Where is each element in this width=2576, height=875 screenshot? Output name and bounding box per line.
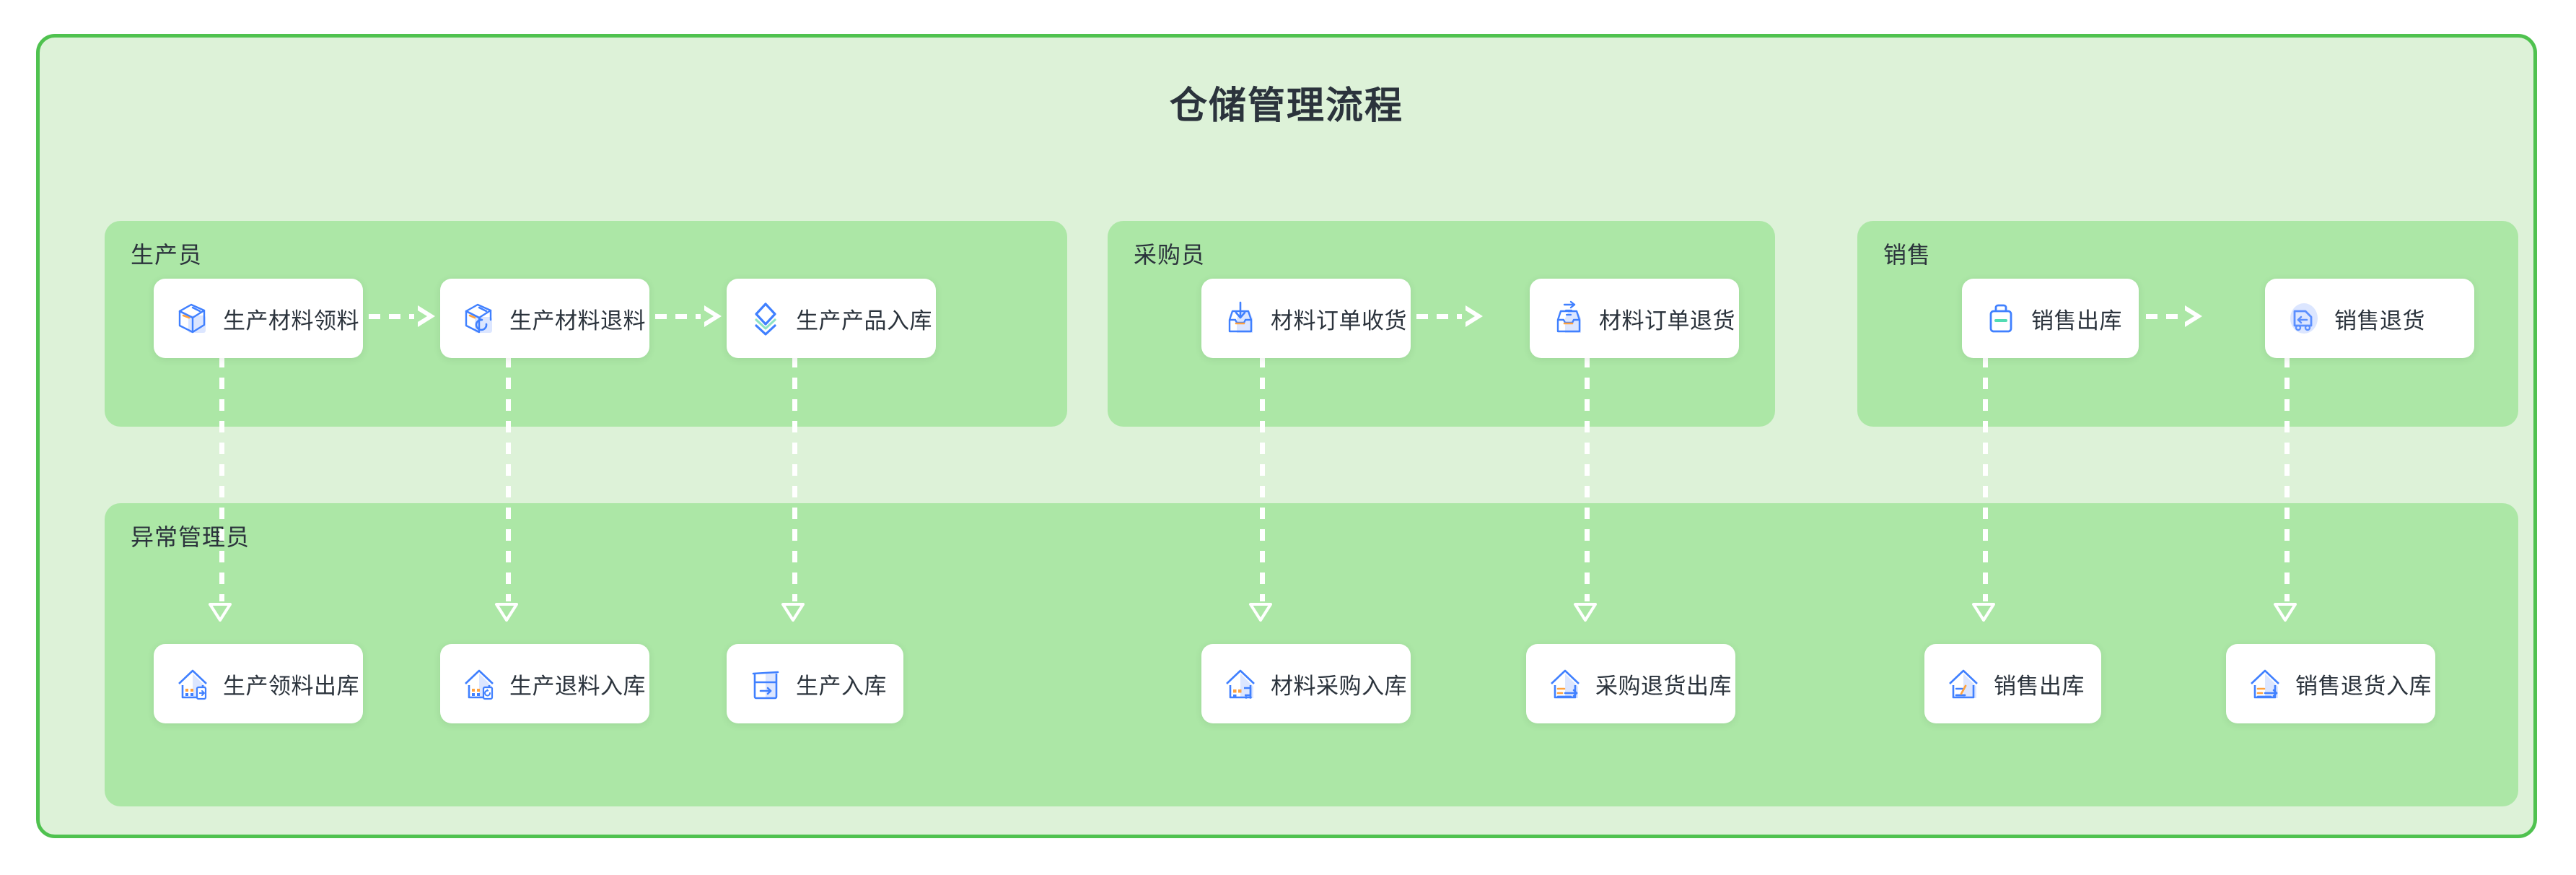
node-production-pick-out[interactable]: 生产领料出库: [154, 644, 363, 723]
connector-purchase-1-to-2: [1416, 305, 1483, 327]
box-outline-icon: [172, 298, 213, 339]
lane-production: 生产员 生产材料领料: [105, 221, 1067, 427]
connector-dash: [655, 313, 703, 319]
node-material-order-receive[interactable]: 材料订单收货: [1201, 279, 1411, 358]
arrow-head-icon: [1462, 305, 1483, 327]
warehouse-arrow-out-icon: [1545, 663, 1585, 704]
warehouse-arrow-in-icon: [2245, 663, 2285, 704]
lane-title-exception: 异常管理员: [131, 524, 250, 550]
connector-prod-2-to-3: [655, 305, 722, 327]
vconnector-7: [2284, 356, 2290, 601]
connector-dash: [2146, 313, 2183, 319]
vconnector-4: [1260, 356, 1265, 601]
node-label: 销售出库: [1994, 673, 2085, 699]
node-purchase-return-out[interactable]: 采购退货出库: [1526, 644, 1735, 723]
node-material-order-return[interactable]: 材料订单退货: [1530, 279, 1739, 358]
node-label: 销售出库: [2031, 308, 2122, 334]
arrow-head-down-icon-5: [1573, 602, 1598, 622]
node-label: 生产入库: [796, 673, 887, 699]
connector-dash: [369, 313, 416, 319]
node-label: 销售退货入库: [2295, 673, 2432, 699]
node-label: 生产领料出库: [223, 673, 359, 699]
connector-prod-1-to-2: [369, 305, 435, 327]
flow-diagram-container: 仓储管理流程 生产员 生产材料领料: [36, 34, 2537, 838]
node-sales-return[interactable]: 销售退货: [2265, 279, 2474, 358]
vconnector-5: [1585, 356, 1590, 601]
lane-exception: 异常管理员 生产领料出库: [105, 503, 2518, 806]
node-production-return-in[interactable]: 生产退料入库: [440, 644, 649, 723]
layers-stack-icon: [745, 298, 786, 339]
page-title: 仓储管理流程: [1169, 85, 1403, 127]
arrow-head-icon: [701, 305, 722, 327]
node-sales-out[interactable]: 销售出库: [1962, 279, 2139, 358]
node-label: 生产退料入库: [509, 673, 646, 699]
truck-back-icon: [2284, 298, 2324, 339]
node-production-material-pick[interactable]: 生产材料领料: [154, 279, 363, 358]
arrow-head-icon: [2181, 305, 2202, 327]
node-label: 材料订单收货: [1271, 308, 1407, 334]
arrow-head-down-icon-2: [494, 602, 519, 622]
connector-sales-1-to-2: [2146, 305, 2202, 327]
arrow-head-icon: [414, 305, 435, 327]
lane-title-production: 生产员: [131, 242, 203, 268]
lane-title-purchase: 采购员: [1134, 242, 1206, 268]
vconnector-6: [1983, 356, 1988, 601]
vconnector-2: [506, 356, 511, 601]
vconnector-1: [219, 356, 224, 601]
arrow-head-down-icon-6: [1971, 602, 1996, 622]
inbox-out-icon: [1548, 298, 1589, 339]
briefcase-icon: [1981, 298, 2021, 339]
warehouse-out-icon: [172, 663, 213, 704]
warehouse-cart-icon: [1220, 663, 1261, 704]
node-label: 生产材料退料: [509, 308, 646, 334]
node-label: 材料采购入库: [1271, 673, 1407, 699]
node-label: 生产产品入库: [796, 308, 932, 334]
node-material-purchase-in[interactable]: 材料采购入库: [1201, 644, 1411, 723]
arrow-head-down-icon-3: [781, 602, 805, 622]
node-production-product-in[interactable]: 生产产品入库: [727, 279, 936, 358]
node-production-material-return[interactable]: 生产材料退料: [440, 279, 649, 358]
lane-purchase: 采购员 材料订单收货: [1108, 221, 1775, 427]
arrow-head-down-icon-1: [208, 602, 232, 622]
node-label: 生产材料领料: [223, 308, 359, 334]
node-label: 采购退货出库: [1595, 673, 1732, 699]
node-label: 销售退货: [2334, 308, 2425, 334]
vconnector-3: [792, 356, 797, 601]
node-production-in[interactable]: 生产入库: [727, 644, 903, 723]
lane-title-sales: 销售: [1883, 242, 1932, 268]
node-sales-return-in[interactable]: 销售退货入库: [2226, 644, 2435, 723]
warehouse-pen-icon: [1943, 663, 1984, 704]
node-sales-out-exception[interactable]: 销售出库: [1924, 644, 2101, 723]
node-label: 材料订单退货: [1599, 308, 1735, 334]
connector-dash: [1416, 313, 1464, 319]
inbox-down-icon: [1220, 298, 1261, 339]
arrow-head-down-icon-7: [2273, 602, 2297, 622]
warehouse-return-icon: [459, 663, 499, 704]
box-return-icon: [459, 298, 499, 339]
storage-in-icon: [745, 663, 786, 704]
arrow-head-down-icon-4: [1248, 602, 1273, 622]
lane-sales: 销售 销售出库: [1857, 221, 2518, 427]
